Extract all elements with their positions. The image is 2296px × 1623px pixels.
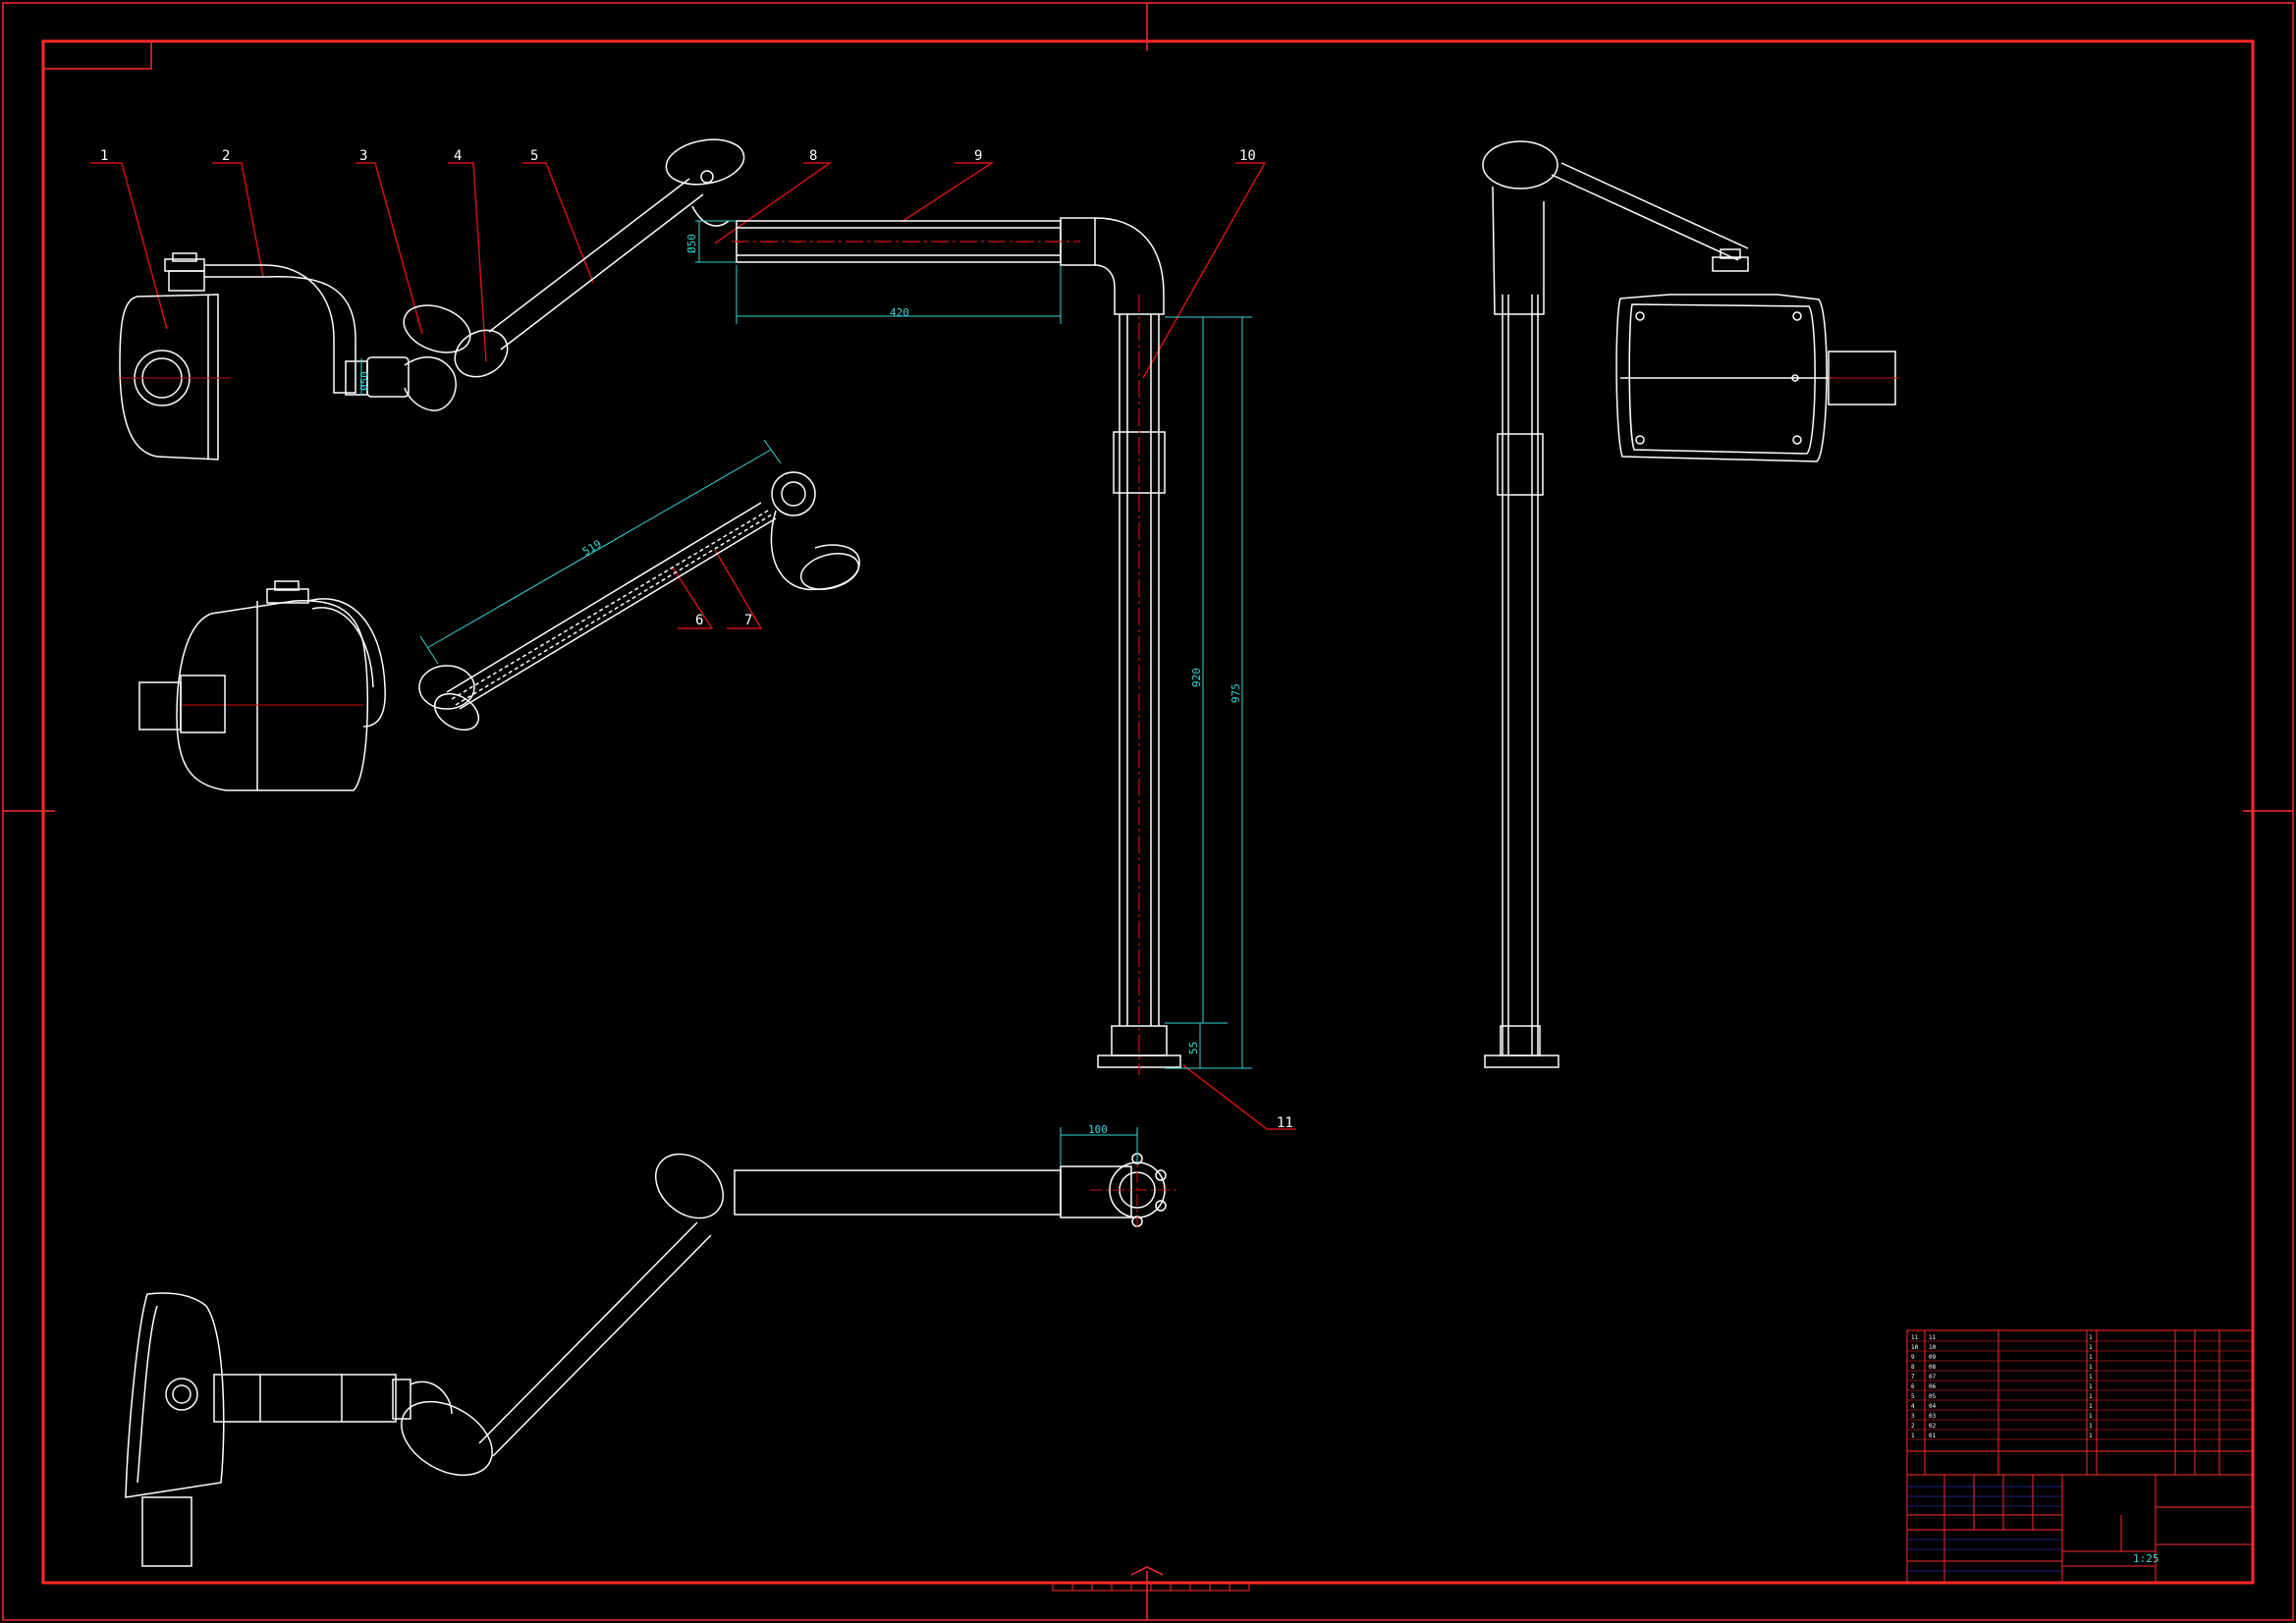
bom-row-qty: 1	[2089, 1354, 2093, 1361]
bom-row-no: 9	[1911, 1354, 1915, 1361]
bom-row-qty: 1	[2089, 1334, 2093, 1341]
bom-row-qty: 1	[2089, 1383, 2093, 1390]
dim-horizontal-length: 420	[890, 306, 909, 319]
dim-top-offset: 100	[1088, 1123, 1108, 1136]
bom-row-no: 1	[1911, 1433, 1915, 1439]
top-view-dimension	[1060, 1127, 1138, 1166]
dim-arm-diameter: Ø50	[685, 234, 698, 253]
bom-row-code: 08	[1929, 1364, 1937, 1371]
part-label-5: 5	[530, 148, 538, 164]
bom-row-code: 07	[1929, 1374, 1937, 1380]
part-label-8: 8	[809, 148, 817, 164]
dim-column-inner: 920	[1190, 668, 1203, 687]
bom-row-no: 2	[1911, 1423, 1915, 1430]
bom-row-qty: 1	[2089, 1374, 2093, 1380]
bom-row-code: 05	[1929, 1393, 1937, 1400]
side-view	[1482, 140, 1900, 1068]
front-view	[118, 138, 1181, 1068]
part-label-4: 4	[454, 148, 462, 164]
dim-base-height: 55	[1187, 1042, 1200, 1055]
title-block-scale: 1:25	[2133, 1552, 2159, 1565]
bom-row-code: 04	[1929, 1403, 1937, 1410]
title-block-rows	[1907, 1340, 2253, 1440]
part-label-9: 9	[974, 148, 982, 164]
title-block	[1906, 1329, 2254, 1584]
section-view	[138, 471, 860, 791]
bom-row-code: 02	[1929, 1423, 1937, 1430]
front-view-centerlines	[732, 241, 1140, 1075]
bom-row-no: 11	[1911, 1334, 1919, 1341]
bom-row-qty: 1	[2089, 1423, 2093, 1430]
bom-row-qty: 1	[2089, 1393, 2093, 1400]
bom-row-code: 06	[1929, 1383, 1937, 1390]
part-label-10: 10	[1239, 148, 1256, 164]
bom-row-no: 6	[1911, 1383, 1915, 1390]
part-label-11: 11	[1277, 1115, 1293, 1131]
bom-row-code: 10	[1929, 1344, 1937, 1351]
frame-scale-ruler	[1052, 1582, 1250, 1592]
bom-row-no: 7	[1911, 1374, 1915, 1380]
bom-row-qty: 1	[2089, 1433, 2093, 1439]
bom-row-code: 09	[1929, 1354, 1937, 1361]
bom-row-qty: 1	[2089, 1364, 2093, 1371]
bom-row-no: 8	[1911, 1364, 1915, 1371]
part-label-2: 2	[222, 148, 230, 164]
part-label-3: 3	[359, 148, 367, 164]
section-view-dimension	[419, 439, 782, 665]
bom-row-qty: 1	[2089, 1403, 2093, 1410]
title-block-blue-grid	[1907, 1486, 2062, 1572]
top-view	[125, 1153, 1167, 1567]
dim-link-diameter: Ø50	[358, 371, 371, 391]
part-labels: 1 2 3 4 5 8 9 10 6 7 11	[100, 148, 1293, 1131]
bom-row-qty: 1	[2089, 1413, 2093, 1420]
part-label-6: 6	[695, 613, 703, 628]
front-view-dimensions	[360, 220, 1252, 1069]
bom-row-no: 10	[1911, 1344, 1919, 1351]
part-label-1: 1	[100, 148, 108, 164]
bom-row-no: 4	[1911, 1403, 1915, 1410]
bom-row-no: 3	[1911, 1413, 1915, 1420]
bom-row-code: 11	[1929, 1334, 1937, 1341]
bom-row-code: 01	[1929, 1433, 1937, 1439]
bom-row-no: 5	[1911, 1393, 1915, 1400]
bom-row-code: 03	[1929, 1413, 1937, 1420]
part-label-7: 7	[744, 613, 752, 628]
top-view-centerlines	[1090, 1149, 1178, 1227]
dim-column-total: 975	[1230, 683, 1242, 703]
bom-row-qty: 1	[2089, 1344, 2093, 1351]
leader-lines	[90, 162, 1296, 1130]
